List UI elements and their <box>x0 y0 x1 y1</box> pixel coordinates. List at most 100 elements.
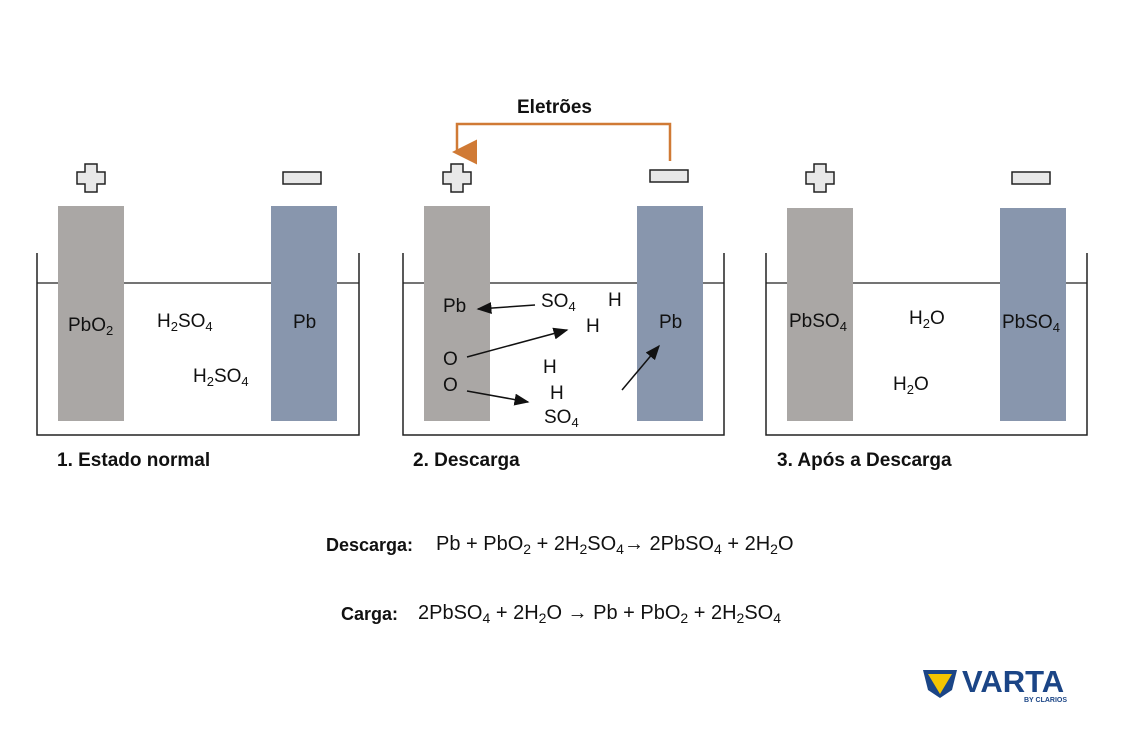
electron-wire <box>452 122 672 165</box>
charge-equation-label: Carga: <box>341 604 399 624</box>
formula-subscript: 4 <box>839 319 847 334</box>
discharge-equation-label: Descarga: <box>326 535 414 555</box>
formula-subscript: 2 <box>770 541 778 557</box>
container <box>765 253 1088 436</box>
formula-subscript: 4 <box>713 541 722 557</box>
formula-text: SO <box>544 407 572 428</box>
formula-text: H <box>543 357 557 378</box>
formula-text: SO <box>744 602 774 624</box>
formula-subscript: 4 <box>773 610 782 626</box>
formula-text: SO <box>177 311 206 332</box>
plus-icon <box>442 163 472 193</box>
label-h: H <box>550 382 564 406</box>
container <box>36 253 360 436</box>
varta-logo: VARTA BY CLARIOS <box>922 664 1082 706</box>
formula-text: + 2H <box>531 533 580 555</box>
formula-subscript: 4 <box>1052 320 1060 335</box>
formula-subscript: 4 <box>616 541 624 557</box>
positive-plate <box>787 208 853 421</box>
formula-text: PbSO <box>1002 312 1053 333</box>
formula-text: 2PbSO <box>418 602 483 624</box>
minus-icon <box>282 171 322 185</box>
minus-icon <box>1011 171 1051 185</box>
formula-text: Pb <box>443 296 467 317</box>
plus-icon <box>76 163 106 193</box>
formula-subscript: 2 <box>906 382 914 397</box>
formula-text: SO <box>213 366 242 387</box>
caption-after-discharge: 3. Após a Descarga <box>777 450 952 471</box>
formula-text: O <box>443 349 458 370</box>
formula-text: + 2H <box>721 533 771 555</box>
formula-text: H <box>193 366 207 387</box>
formula-text: O <box>913 374 929 395</box>
formula-text: PbO <box>68 315 107 336</box>
formula-text: Pb <box>293 312 317 333</box>
formula-text: O → Pb + PbO <box>546 602 681 624</box>
formula-text: O <box>777 533 794 555</box>
logo-subtitle: BY CLARIOS <box>1024 697 1068 704</box>
arrow-to-pb <box>621 344 660 391</box>
formula-text: H <box>893 374 907 395</box>
formula-text: + 2H <box>688 602 737 624</box>
formula-subscript: 2 <box>538 610 547 626</box>
formula-text: PbSO <box>789 311 840 332</box>
minus-icon <box>649 169 689 183</box>
label-pb: Pb <box>443 295 466 319</box>
formula-subscript: 2 <box>680 610 689 626</box>
label-h: H <box>608 289 622 313</box>
label-pbso4: PbSO4 <box>1002 311 1060 335</box>
label-o: O <box>443 348 458 372</box>
formula-text: + 2H <box>490 602 539 624</box>
cell-2 <box>402 122 725 436</box>
arrow-o-to-h <box>466 327 569 358</box>
formula-text: H <box>586 316 600 337</box>
negative-plate <box>271 206 337 421</box>
formula-text: O <box>929 308 945 329</box>
formula-text: → 2PbSO <box>623 533 714 555</box>
formula-text: SO <box>541 291 569 312</box>
formula-text: Pb + PbO <box>436 533 524 555</box>
label-pbso4: PbSO4 <box>789 310 847 334</box>
plus-icon <box>805 163 835 193</box>
formula-text: H <box>157 311 171 332</box>
formula-subscript: 2 <box>170 319 178 334</box>
label-pb: Pb <box>659 311 682 335</box>
logo-wordmark: VARTA <box>962 664 1065 699</box>
label-so4: SO4 <box>541 290 576 314</box>
container <box>402 253 725 436</box>
arrow-so4-to-pb <box>476 302 536 315</box>
formula-subscript: 4 <box>241 374 249 389</box>
label-h2o: H2O <box>893 373 929 397</box>
caption-discharge: 2. Descarga <box>413 450 520 471</box>
formula-text: O <box>443 375 458 396</box>
formula-subscript: 2 <box>579 541 588 557</box>
formula-subscript: 2 <box>106 323 114 338</box>
wire-label: Eletrões <box>517 97 592 118</box>
cell-3 <box>765 163 1088 436</box>
negative-plate <box>1000 208 1066 421</box>
label-h2o: H2O <box>909 307 945 331</box>
positive-plate <box>58 206 124 421</box>
label-o: O <box>443 374 458 398</box>
cell-1 <box>36 163 360 436</box>
discharge-equation: Pb + PbO2 + 2H2SO4→ 2PbSO4 + 2H2O <box>436 533 794 556</box>
label-h: H <box>543 356 557 380</box>
label-h2so4: H2SO4 <box>157 310 213 334</box>
formula-text: Pb <box>659 312 683 333</box>
formula-text: SO <box>587 533 617 555</box>
label-h2so4: H2SO4 <box>193 365 249 389</box>
formula-text: H <box>550 383 564 404</box>
formula-subscript: 4 <box>205 319 213 334</box>
arrow-o-to-so4 <box>466 390 530 406</box>
caption-normal-state: 1. Estado normal <box>57 450 211 471</box>
formula-subscript: 2 <box>736 610 745 626</box>
formula-subscript: 2 <box>523 541 532 557</box>
varta-shield-icon <box>923 670 957 698</box>
negative-plate <box>637 206 703 421</box>
charge-equation: 2PbSO4 + 2H2O → Pb + PbO2 + 2H2SO4 <box>418 602 781 625</box>
formula-text: H <box>909 308 923 329</box>
label-pb: Pb <box>293 311 316 335</box>
label-pbo2: PbO2 <box>68 314 113 338</box>
